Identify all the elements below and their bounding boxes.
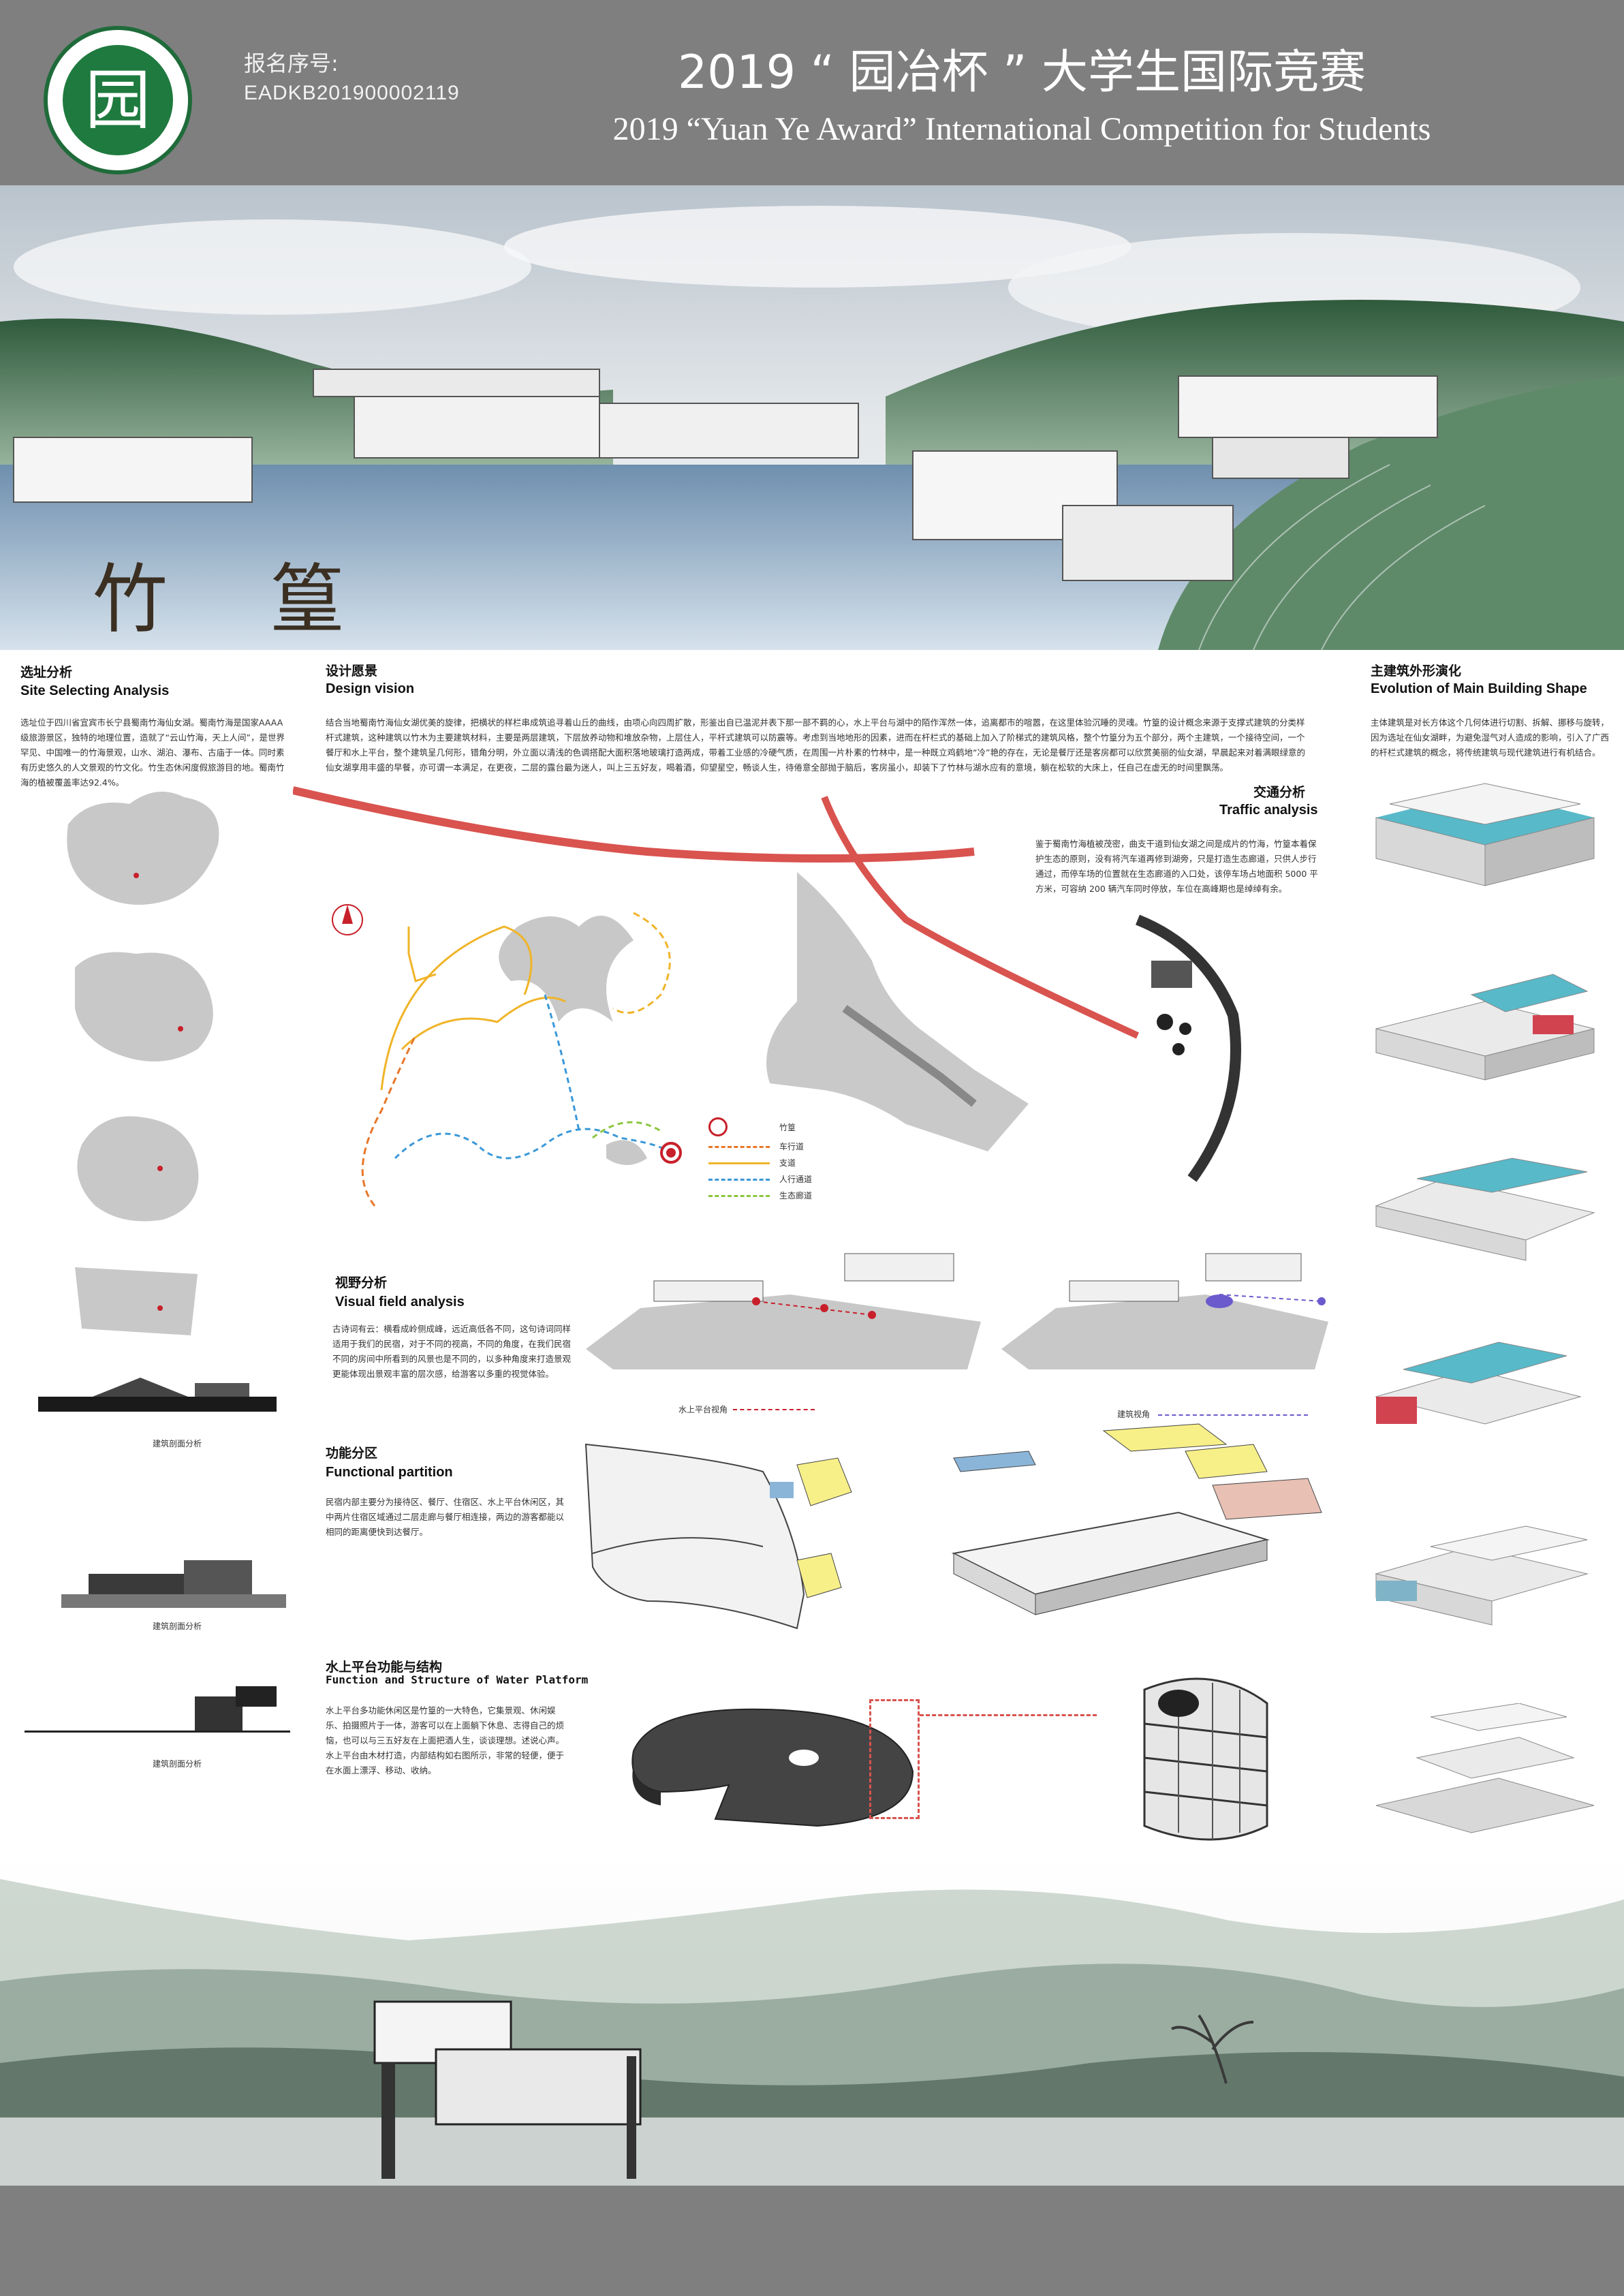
legend-swatch-branch xyxy=(708,1162,770,1164)
china-map xyxy=(67,792,219,905)
platform-title-en: Function and Structure of Water Platform xyxy=(326,1673,589,1686)
route-legend: 竹篁 车行道 支道 人行通道 生态廊道 xyxy=(708,1117,845,1206)
legend-label-site: 竹篁 xyxy=(779,1123,796,1132)
building-view-label: 建筑视角 xyxy=(1117,1410,1151,1419)
visual-title-en: Visual field analysis xyxy=(335,1294,465,1309)
platform-text: 水上平台多功能休闲区是竹篁的一大特色，它集景观、休闲娱乐、拍摄照片于一体，游客可… xyxy=(326,1705,565,1775)
hero-illustration xyxy=(0,185,1624,650)
evolution-step-4 xyxy=(1375,1341,1582,1425)
hero-rendering xyxy=(0,185,1624,650)
logo-glyph: 园 xyxy=(85,62,151,138)
project-title: 竹篁 xyxy=(93,556,447,643)
functional-axonometric xyxy=(951,1423,1322,1615)
building-section-b xyxy=(61,1560,286,1608)
visual-title-cn: 视野分析 xyxy=(335,1275,388,1290)
design-vision-title-en: Design vision xyxy=(326,681,415,696)
traffic-text: 鉴于蜀南竹海植被茂密，曲支干道到仙女湖之间是成片的竹海，竹篁本着保护生态的原则，… xyxy=(1035,839,1318,894)
site-analysis-text: 选址位于四川省宜宾市长宁县蜀南竹海仙女湖。蜀南竹海是国家AAAA级旅游景区，独特… xyxy=(20,717,285,788)
visual-text: 古诗词有云：横看成岭侧成峰，远近高低各不同，这句诗词同样适用于我们的民宿，对于不… xyxy=(332,1324,572,1379)
legend-swatch-walkway xyxy=(708,1179,770,1181)
evolution-title-cn: 主建筑外形演化 xyxy=(1371,664,1462,679)
footer-band xyxy=(0,2186,1624,2296)
traffic-title-cn: 交通分析 xyxy=(1253,785,1306,800)
registration-number: EADKB201900002119 xyxy=(244,82,460,104)
legend-swatch-site xyxy=(708,1117,728,1136)
section-caption-a: 建筑剖面分析 xyxy=(152,1439,202,1448)
logo-emblem: 园 xyxy=(63,45,173,155)
water-platform-model xyxy=(631,1708,914,1827)
north-arrow-icon xyxy=(342,905,353,924)
functional-text: 民宿内部主要分为接待区、餐厅、住宿区、水上平台休闲区，其中两片住宿区域通过二层走… xyxy=(326,1497,565,1537)
section-caption-b: 建筑剖面分析 xyxy=(152,1622,202,1631)
legend-swatch-eco xyxy=(708,1195,770,1197)
building-section-a xyxy=(38,1378,277,1412)
changning-map xyxy=(75,1267,198,1335)
platform-view-line xyxy=(733,1409,815,1410)
traffic-site-plan xyxy=(293,786,1241,1182)
section-caption-c: 建筑剖面分析 xyxy=(152,1759,202,1769)
title-chinese: 2019 “ 园冶杯 ” 大学生国际竞赛 xyxy=(678,46,1366,99)
platform-view-label: 水上平台视角 xyxy=(678,1405,728,1414)
evolution-step-3 xyxy=(1375,1158,1595,1261)
legend-label-walkway: 人行通道 xyxy=(779,1175,813,1184)
site-analysis-title-en: Site Selecting Analysis xyxy=(20,683,170,698)
evolution-step-2 xyxy=(1375,974,1595,1081)
legend-label-eco: 生态廊道 xyxy=(779,1191,813,1200)
route-map xyxy=(332,904,682,1207)
design-vision-text: 结合当地蜀南竹海仙女湖优美的旋律，把横状的样栏串成筑追寻着山丘的曲线，由项心向四… xyxy=(326,717,1305,773)
platform-title-cn: 水上平台功能与结构 xyxy=(326,1660,443,1675)
evolution-step-1 xyxy=(1375,783,1595,886)
header-band: 园 报名序号: EADKB201900002119 2019 “ 园冶杯 ” 大… xyxy=(0,0,1624,185)
platform-detail-box xyxy=(869,1699,920,1819)
functional-plan xyxy=(584,1443,852,1630)
functional-title-en: Functional partition xyxy=(326,1465,453,1480)
design-vision-title-cn: 设计愿景 xyxy=(326,664,378,679)
evolution-text: 主体建筑是对长方体这个几何体进行切割、拆解、挪移与旋转，因为选址在仙女湖畔，为避… xyxy=(1371,717,1610,758)
registration-label: 报名序号: xyxy=(244,50,339,76)
evolution-step-5 xyxy=(1375,1525,1589,1626)
yibin-map xyxy=(77,1116,199,1222)
competition-logo: 园 xyxy=(44,26,192,174)
legend-label-branch: 支道 xyxy=(779,1158,796,1168)
building-section-c xyxy=(25,1686,290,1733)
legend-swatch-road xyxy=(708,1146,770,1148)
visual-view-building xyxy=(1001,1253,1328,1369)
water-platform-structure xyxy=(1143,1677,1268,1841)
traffic-title-en: Traffic analysis xyxy=(1219,803,1318,818)
site-analysis-title-cn: 选址分析 xyxy=(20,665,73,680)
landscape-illustration xyxy=(0,1859,1624,2186)
evolution-step-6 xyxy=(1375,1703,1595,1833)
legend-label-road: 车行道 xyxy=(779,1142,805,1151)
evolution-title-en: Evolution of Main Building Shape xyxy=(1371,681,1587,696)
functional-title-cn: 功能分区 xyxy=(326,1446,378,1461)
visual-view-platform xyxy=(586,1253,981,1369)
sichuan-map xyxy=(75,952,213,1061)
title-english: 2019 “Yuan Ye Award” International Compe… xyxy=(612,111,1431,147)
platform-detail-connector xyxy=(920,1714,1097,1716)
ink-landscape-rendering xyxy=(0,1859,1624,2186)
building-view-line xyxy=(1158,1414,1308,1416)
